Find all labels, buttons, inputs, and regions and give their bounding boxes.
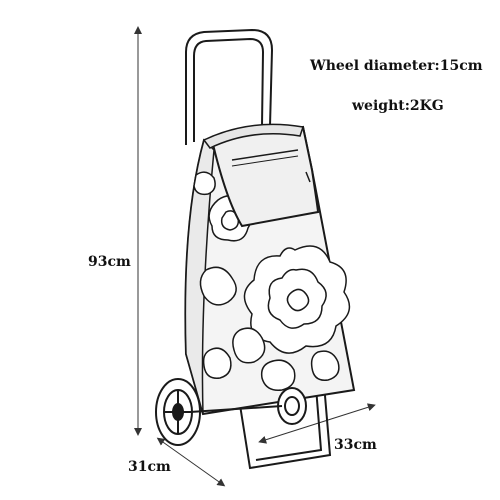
depth-label: 31cm — [128, 459, 171, 475]
depth-dimension-line — [156, 437, 226, 487]
wheel-diameter-label: Wheel diameter:15cm — [310, 58, 483, 74]
width-label: 33cm — [334, 437, 377, 453]
trolley-axle — [189, 405, 283, 413]
weight-label: weight:2KG — [352, 98, 444, 114]
trolley-handle — [185, 28, 274, 145]
trolley-wheel-right — [277, 387, 307, 425]
trolley-wheel-left — [155, 378, 201, 446]
trolley-bag — [184, 123, 356, 416]
height-label: 93cm — [88, 254, 131, 270]
flower-pattern — [193, 171, 351, 391]
width-dimension-line — [258, 403, 376, 444]
